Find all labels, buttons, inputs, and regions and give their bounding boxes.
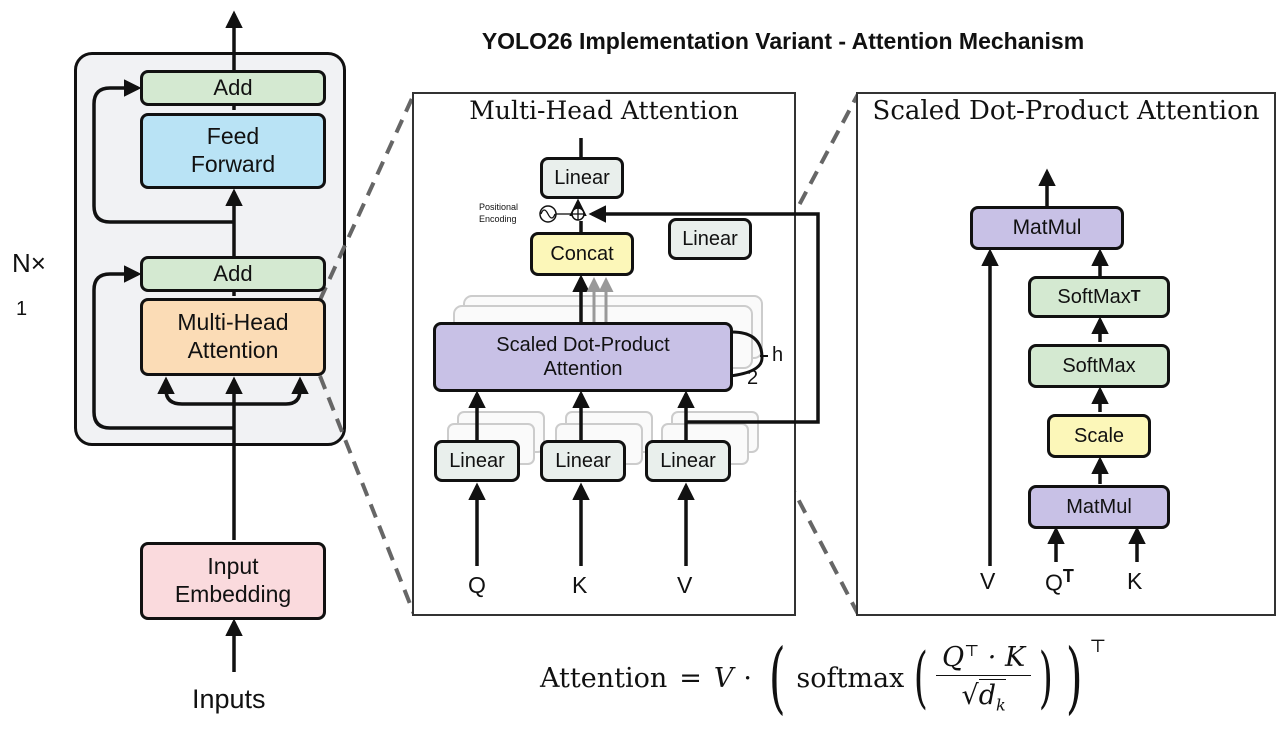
formula-denom-sub: k <box>995 695 1006 715</box>
sqrt-icon: √ <box>961 680 979 712</box>
mha-panel-title: Multi-Head Attention <box>469 96 739 125</box>
input-branch-right <box>234 376 309 406</box>
input-branch-left <box>157 376 234 406</box>
two-label: 2 <box>747 367 759 389</box>
k-label: K <box>572 572 588 598</box>
h-brace <box>729 330 764 378</box>
nx-label: N× <box>12 248 46 278</box>
formula-denom-d: d <box>978 680 996 712</box>
sdpa-box: Scaled Dot-Product Attention <box>433 322 733 392</box>
linear-v-box: Linear <box>645 440 731 482</box>
mha-line1: Multi-Head <box>177 309 289 336</box>
v-label: V <box>677 572 693 598</box>
q-label: Q <box>468 572 486 598</box>
formula-numer-q: Q <box>942 642 965 674</box>
softmax-t-text: SoftMax <box>1057 286 1131 308</box>
pos-enc-line2: Encoding <box>479 214 517 225</box>
sdpa-q-text: Q <box>1045 569 1063 596</box>
formula-dot: · <box>743 662 752 694</box>
feed-forward-line2: Forward <box>190 151 276 177</box>
formula-fraction: Q⊤ · K √dk <box>936 641 1032 715</box>
softmax-t-sup: T <box>1130 288 1141 306</box>
sdpa-q-sup: T <box>1062 566 1074 586</box>
sdpa-line2: Attention <box>543 358 623 380</box>
attention-formula: Attention = V · ( softmax ( Q⊤ · K √dk )… <box>540 630 1106 726</box>
formula-paren-open: ( <box>768 633 786 723</box>
concat-box: Concat <box>530 232 634 276</box>
zoom-line-upper <box>318 93 416 301</box>
formula-denominator: √dk <box>961 676 1006 715</box>
residual-top <box>92 79 234 224</box>
add-box-top: Add <box>140 70 326 106</box>
linear-k-box: Linear <box>540 440 626 482</box>
formula-eq: = <box>679 662 702 694</box>
formula-inner-paren-close: ) <box>1038 639 1054 716</box>
zoom-line-upper-2 <box>733 93 860 327</box>
pos-enc-label: Positional Encoding <box>479 201 518 225</box>
embedding-line1: Input <box>207 553 259 580</box>
linear-top-box: Linear <box>540 157 624 199</box>
sdpa-v-label: V <box>980 568 996 594</box>
linear-q-box: Linear <box>434 440 520 482</box>
mha-line2: Attention <box>187 337 279 363</box>
sdpa-q-label: QT <box>1045 566 1074 597</box>
matmul-bottom-box: MatMul <box>1028 485 1170 529</box>
embedding-line2: Embedding <box>174 581 292 607</box>
nx-count: 1 <box>16 298 28 320</box>
inputs-label: Inputs <box>192 684 266 714</box>
skip-connection <box>588 205 820 424</box>
add-box-bottom: Add <box>140 256 326 292</box>
sdpa-k-label: K <box>1127 568 1143 594</box>
residual-bottom <box>92 265 234 430</box>
feed-forward-line1: Feed <box>206 123 260 150</box>
linear-side-box: Linear <box>668 218 752 260</box>
softmax-box: SoftMax <box>1028 344 1170 388</box>
formula-paren-close: ) <box>1065 633 1083 723</box>
pos-enc-line1: Positional <box>479 202 519 212</box>
formula-numer-sup: ⊤ <box>964 641 980 661</box>
matmul-top-box: MatMul <box>970 206 1124 250</box>
formula-v: V <box>713 662 734 694</box>
input-embedding-box: Input Embedding <box>140 542 326 620</box>
h-label: h <box>772 344 784 366</box>
formula-outer-sup: ⊤ <box>1089 636 1107 657</box>
scale-box: Scale <box>1047 414 1151 458</box>
feed-forward-box: Feed Forward <box>140 113 326 189</box>
formula-softmax: softmax <box>796 662 905 694</box>
sdpa-line1: Scaled Dot-Product <box>496 334 670 356</box>
page-title: YOLO26 Implementation Variant - Attentio… <box>481 28 1085 54</box>
formula-lhs: Attention <box>540 662 668 694</box>
sdpa-panel-title: Scaled Dot-Product Attention <box>872 96 1260 126</box>
zoom-line-lower <box>318 375 416 615</box>
formula-numerator: Q⊤ · K <box>936 641 1032 677</box>
multi-head-attention-box: Multi-Head Attention <box>140 298 326 376</box>
formula-numer-rest: · K <box>979 642 1026 674</box>
formula-inner-paren-open: ( <box>914 639 929 716</box>
